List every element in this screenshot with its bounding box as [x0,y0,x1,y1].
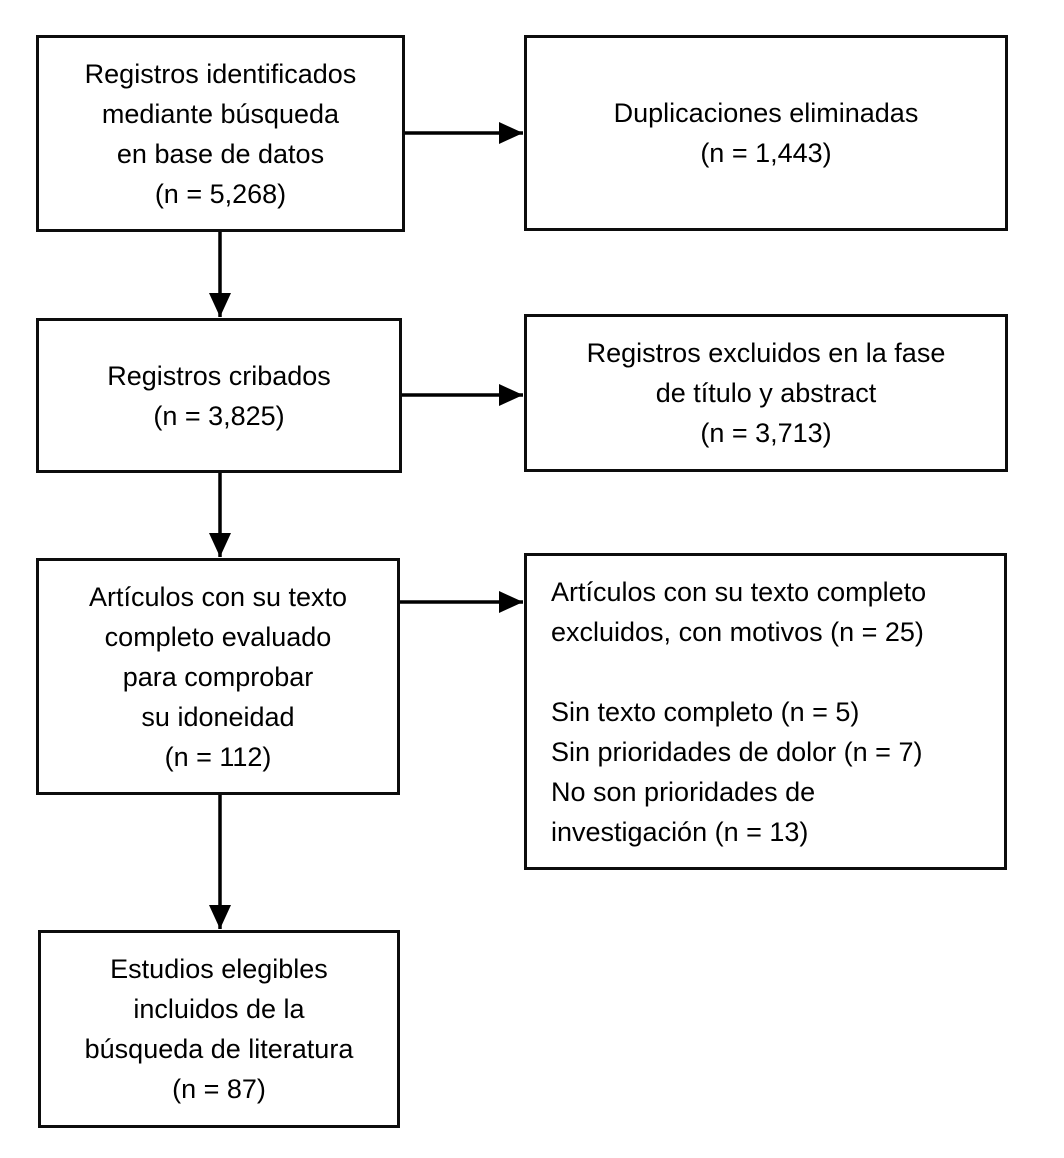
box-fulltext-excluded-reasons: Artículos con su texto completo excluido… [524,553,1007,870]
box-duplicates-removed: Duplicaciones eliminadas (n = 1,443) [524,35,1008,231]
box-records-excluded-title-abstract: Registros excluidos en la fase de título… [524,314,1008,472]
box-fulltext-assessed: Artículos con su texto completo evaluado… [36,558,400,795]
box-records-identified: Registros identificados mediante búsqued… [36,35,405,232]
box-records-screened: Registros cribados (n = 3,825) [36,318,402,473]
box-studies-included: Estudios elegibles incluidos de la búsqu… [38,930,400,1128]
